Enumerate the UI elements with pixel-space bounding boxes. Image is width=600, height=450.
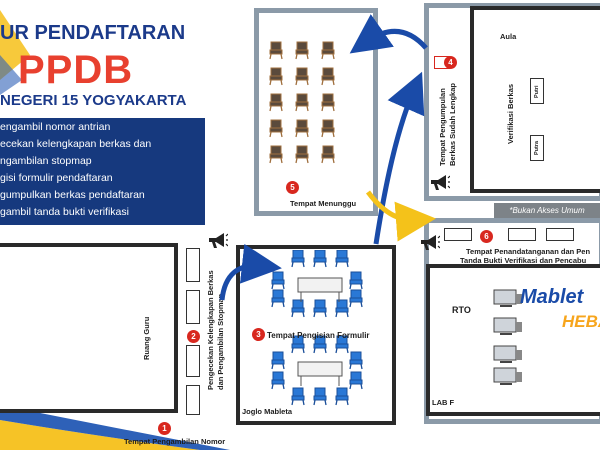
megaphone-icon — [209, 233, 228, 248]
chair-icon — [349, 271, 363, 290]
chair-icon — [269, 41, 283, 60]
chair-icon — [291, 250, 305, 268]
chair-icon — [295, 41, 309, 60]
putra-desk — [530, 135, 544, 161]
station-3-label: Tempat Pengisian Formulir — [267, 331, 370, 340]
chair-icon — [349, 289, 363, 308]
chair-icon — [269, 119, 283, 138]
chair-icon — [269, 93, 283, 112]
station-6-label-a: Tempat Penandatanganan dan Pen — [466, 247, 591, 256]
station-6-badge: 6 — [480, 230, 493, 243]
aula-label: Aula — [500, 32, 517, 41]
step-item-5: gumpulkan berkas pendaftaran — [0, 189, 145, 201]
computer-icon — [493, 345, 522, 363]
station-2-desk — [186, 290, 200, 324]
ruang-guru-room — [0, 243, 178, 413]
rto-label: RTO — [452, 305, 471, 315]
chair-icon — [271, 289, 285, 308]
station-3-badge: 3 — [252, 328, 265, 341]
computer-icon — [493, 317, 522, 335]
chair-icon — [321, 145, 335, 164]
chair-icon — [295, 119, 309, 138]
chair-icon — [335, 387, 349, 406]
station-6-desk-a — [444, 228, 472, 241]
chair-icon — [271, 371, 285, 390]
chair-icon — [349, 371, 363, 390]
station-6-desk-c — [546, 228, 574, 241]
lab-f-room — [426, 264, 600, 416]
chair-icon — [313, 335, 327, 354]
waiting-room-chairs — [269, 41, 335, 164]
station-6-label-b: Tanda Bukti Verifikasi dan Pencabu — [460, 256, 587, 265]
chair-icon — [349, 351, 363, 370]
joglo-furniture — [271, 250, 363, 406]
chair-icon — [335, 299, 349, 318]
chair-icon — [291, 299, 305, 318]
step-item-2: ecekan kelengkapan berkas dan — [0, 138, 152, 150]
chair-icon — [313, 250, 327, 268]
chair-icon — [335, 335, 349, 354]
computer-icon — [493, 367, 522, 385]
chair-icon — [313, 299, 327, 318]
station-4-badge: 4 — [444, 56, 457, 69]
step-item-3: ngambilan stopmap — [0, 155, 92, 167]
table-icon — [297, 361, 343, 386]
no-public-access-note: *Bukan Akses Umum — [494, 203, 600, 218]
brand-text-2: HEBA — [562, 312, 600, 331]
chair-icon — [295, 145, 309, 164]
station-5-label: Tempat Menunggu — [290, 199, 357, 208]
header-title-school: NEGERI 15 YOGYAKARTA — [0, 92, 187, 109]
joglo-label: Joglo Mableta — [242, 407, 293, 416]
chair-icon — [321, 67, 335, 86]
station-5-badge: 5 — [286, 181, 299, 194]
chair-icon — [295, 93, 309, 112]
header-title-line1: UR PENDAFTARAN — [0, 22, 186, 44]
header-title-ppdb: PPDB — [18, 48, 134, 92]
chair-icon — [313, 387, 327, 406]
station-2-desk — [186, 345, 200, 377]
arrow-5-to-6 — [365, 190, 436, 242]
brand-text-1: Mablet — [520, 286, 584, 308]
table-icon — [297, 277, 343, 302]
chair-icon — [291, 387, 305, 406]
chair-icon — [269, 67, 283, 86]
arrow-3-to-4 — [373, 71, 425, 245]
computer-icon — [493, 289, 522, 307]
chair-icon — [321, 119, 335, 138]
step-item-1: engambil nomor antrian — [0, 121, 111, 133]
chair-icon — [291, 335, 305, 354]
chair-icon — [335, 250, 349, 268]
chair-icon — [295, 67, 309, 86]
station-1-label: Tempat Pengambilan Nomor — [124, 437, 226, 446]
putri-desk — [530, 78, 544, 104]
chair-icon — [271, 351, 285, 370]
station-2-desk — [186, 248, 200, 282]
station-1-badge: 1 — [158, 422, 171, 435]
step-item-4: gisi formulir pendaftaran — [0, 172, 113, 184]
steps-list: engambil nomor antrian ecekan kelengkapa… — [0, 118, 205, 225]
lab-computers — [493, 289, 522, 385]
arrow-4-to-5 — [349, 14, 428, 54]
station-6-desk-b — [508, 228, 536, 241]
lab-f-label: LAB F — [432, 398, 455, 407]
station-2-desk — [186, 385, 200, 415]
step-item-6: gambil tanda bukti verifikasi — [0, 206, 129, 218]
station-2-badge: 2 — [187, 330, 200, 343]
chair-icon — [321, 93, 335, 112]
chair-icon — [321, 41, 335, 60]
chair-icon — [269, 145, 283, 164]
arrow-2-to-3 — [219, 243, 282, 301]
megaphone-icon — [431, 175, 450, 190]
